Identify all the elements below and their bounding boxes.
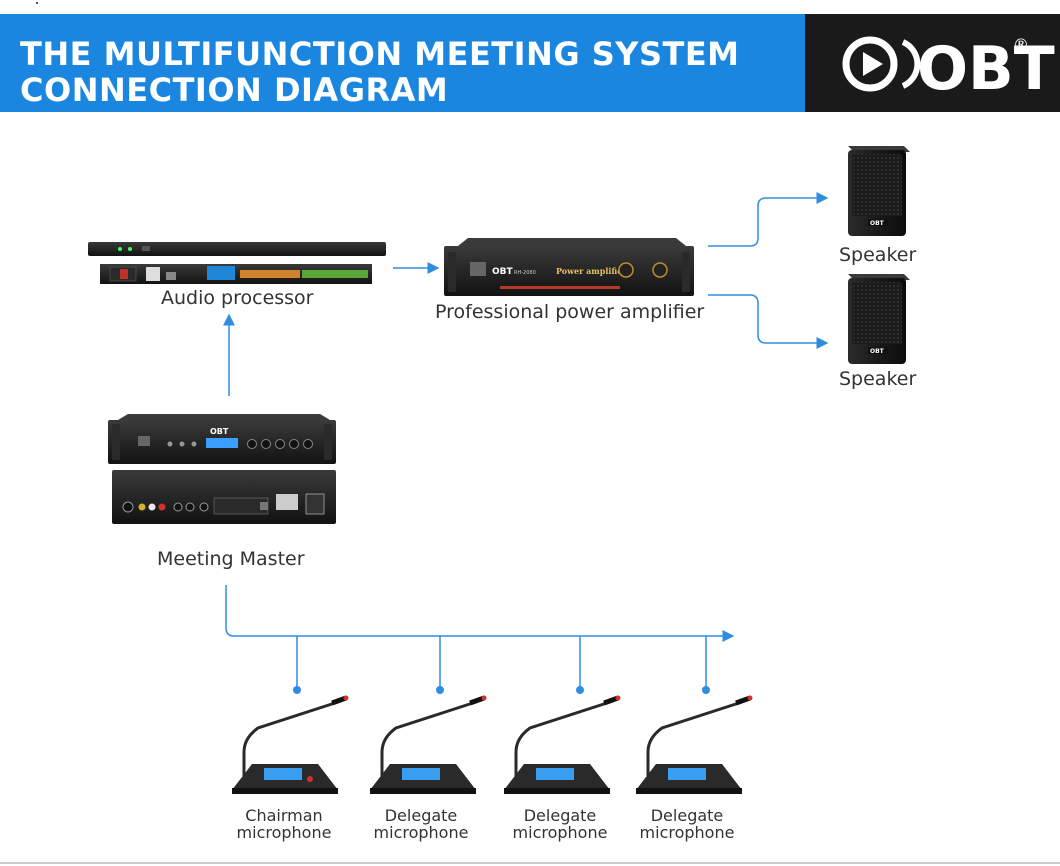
logo-play-icon — [863, 52, 883, 76]
corner-mark — [36, 2, 38, 4]
dot-mic-4 — [702, 686, 710, 694]
speaker-top-badge: OBT — [870, 220, 885, 227]
mic-2-line-1: Delegate — [384, 806, 458, 825]
microphone-delegate-3-device — [636, 695, 753, 794]
brand-panel: OBT ® — [805, 14, 1060, 112]
power-amplifier-device: OBT RH-2080 Power amplifier — [444, 238, 694, 296]
mic-4-line-2: microphone — [639, 823, 735, 842]
label-audio-processor: Audio processor — [161, 287, 314, 309]
amp-knob-left-icon — [618, 262, 634, 278]
arrow-amp-to-speaker-bottom — [708, 294, 829, 349]
master-brand-text: OBT — [210, 427, 229, 436]
registered-mark: ® — [1013, 35, 1029, 54]
label-speaker-top: Speaker — [839, 244, 917, 266]
speaker-bottom-badge: OBT — [870, 348, 885, 355]
speaker-bottom-device: OBT — [848, 274, 910, 364]
footer-divider — [0, 862, 1060, 864]
title-line-1: THE MULTIFUNCTION MEETING SYSTEM — [20, 35, 740, 73]
label-mic-delegate-2: Delegate microphone — [495, 807, 625, 841]
bus-line-microphones — [225, 585, 735, 642]
mic-3-line-2: microphone — [512, 823, 608, 842]
microphone-delegate-1-device — [370, 695, 487, 794]
mic-1-line-1: Chairman — [245, 806, 323, 825]
amp-knob-right-icon — [652, 262, 668, 278]
header-banner: THE MULTIFUNCTION MEETING SYSTEM CONNECT… — [0, 14, 805, 112]
audio-processor-device — [88, 242, 386, 284]
label-meeting-master: Meeting Master — [157, 548, 305, 570]
amp-name-text: Power amplifier — [556, 266, 627, 276]
page-title: THE MULTIFUNCTION MEETING SYSTEM CONNECT… — [20, 36, 740, 108]
label-mic-delegate-1: Delegate microphone — [356, 807, 486, 841]
speaker-top-device: OBT — [848, 146, 910, 236]
mic-2-line-2: microphone — [373, 823, 469, 842]
amp-model-text: RH-2080 — [514, 270, 536, 276]
mic-4-line-1: Delegate — [650, 806, 724, 825]
logo-wave-icon — [901, 39, 921, 89]
title-line-2: CONNECTION DIAGRAM — [20, 71, 449, 109]
dot-mic-1 — [293, 686, 301, 694]
label-power-amplifier: Professional power amplifier — [435, 301, 705, 323]
label-mic-chairman: Chairman microphone — [219, 807, 349, 841]
label-mic-delegate-3: Delegate microphone — [622, 807, 752, 841]
microphone-chairman-device — [232, 695, 349, 794]
microphone-delegate-2-device — [504, 695, 621, 794]
dot-mic-3 — [576, 686, 584, 694]
amp-brand-text: OBT — [492, 267, 514, 277]
label-speaker-bottom: Speaker — [839, 368, 917, 390]
arrow-amp-to-speaker-top — [708, 192, 829, 247]
brand-logo: OBT ® — [842, 34, 1055, 104]
dot-mic-2 — [436, 686, 444, 694]
mic-3-line-1: Delegate — [523, 806, 597, 825]
mic-1-line-2: microphone — [236, 823, 332, 842]
brand-text: OBT — [917, 34, 1055, 104]
meeting-master-device: OBT — [108, 414, 336, 524]
connectors — [223, 192, 829, 688]
connector-dots — [293, 686, 710, 694]
logo-circle-icon — [842, 36, 898, 92]
